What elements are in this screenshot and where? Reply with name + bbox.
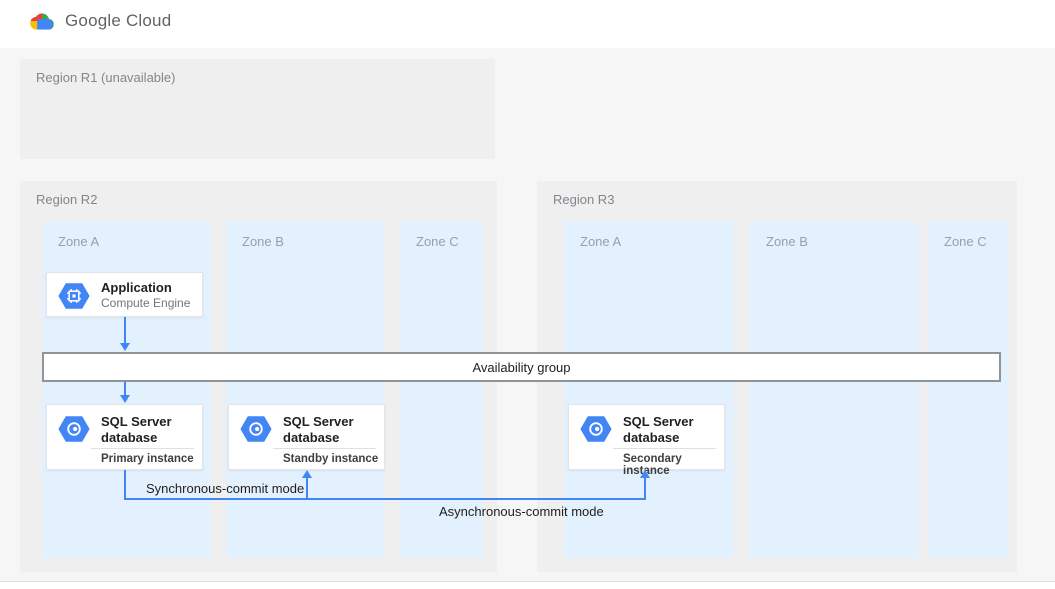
arrowhead-down-icon <box>120 343 130 351</box>
region-r3-label: Region R3 <box>553 192 615 207</box>
zone-label: Zone C <box>416 234 459 249</box>
region-r3-zone-b: Zone B <box>750 222 919 558</box>
sql-card-title: SQL Server database <box>101 414 172 445</box>
region-r1-label: Region R1 (unavailable) <box>36 70 176 85</box>
availability-group-label: Availability group <box>472 359 571 375</box>
sql-standby-card: SQL Server database Standby instance <box>228 404 385 470</box>
arrow-to-secondary-segment <box>644 477 646 500</box>
application-title: Application <box>101 280 172 295</box>
region-r3-zone-c: Zone C <box>928 222 1008 558</box>
arrow-commit-horizontal-segment <box>124 498 646 500</box>
google-cloud-logo-icon <box>28 11 56 31</box>
card-divider <box>613 448 716 449</box>
card-divider <box>273 448 376 449</box>
application-subtitle: Compute Engine <box>101 296 191 310</box>
cloud-sql-icon <box>239 414 273 444</box>
zone-label: Zone B <box>766 234 808 249</box>
arrowhead-down-icon <box>120 395 130 403</box>
region-r3-zone-a: Zone A <box>564 222 734 558</box>
arrow-primary-down-segment <box>124 470 126 500</box>
application-card: Application Compute Engine <box>46 272 203 317</box>
sql-card-role: Standby instance <box>283 453 379 465</box>
arrow-app-to-availability-group <box>124 317 126 344</box>
zone-label: Zone B <box>242 234 284 249</box>
sql-card-title: SQL Server database <box>283 414 354 445</box>
brand-name: Google Cloud <box>65 11 172 30</box>
cloud-sql-icon <box>579 414 613 444</box>
region-r2-label: Region R2 <box>36 192 98 207</box>
card-divider <box>91 448 194 449</box>
zone-label: Zone A <box>58 234 100 249</box>
region-r2-zone-b: Zone B <box>226 222 384 558</box>
arrowhead-up-icon <box>302 470 312 478</box>
cloud-sql-icon <box>57 414 91 444</box>
synchronous-commit-label: Synchronous-commit mode <box>146 481 305 496</box>
zone-label: Zone C <box>944 234 987 249</box>
google-cloud-brand: Google Cloud <box>28 11 171 31</box>
arrow-availability-group-to-primary <box>124 382 126 396</box>
sql-card-role: Primary instance <box>101 453 194 465</box>
region-r1-box: Region R1 (unavailable) <box>20 59 495 159</box>
availability-group-bar: Availability group <box>42 352 1001 382</box>
sql-card-title: SQL Server database <box>623 414 694 445</box>
arrowhead-up-icon <box>640 470 650 478</box>
asynchronous-commit-label: Asynchronous-commit mode <box>439 504 604 519</box>
arrow-to-standby-segment <box>306 477 308 500</box>
sql-secondary-card: SQL Server database Secondary instance <box>568 404 725 477</box>
sql-primary-card: SQL Server database Primary instance <box>46 404 203 470</box>
sql-card-role: Secondary instance <box>623 453 682 477</box>
zone-label: Zone A <box>580 234 622 249</box>
region-r2-zone-c: Zone C <box>400 222 482 558</box>
compute-engine-icon <box>57 281 91 311</box>
